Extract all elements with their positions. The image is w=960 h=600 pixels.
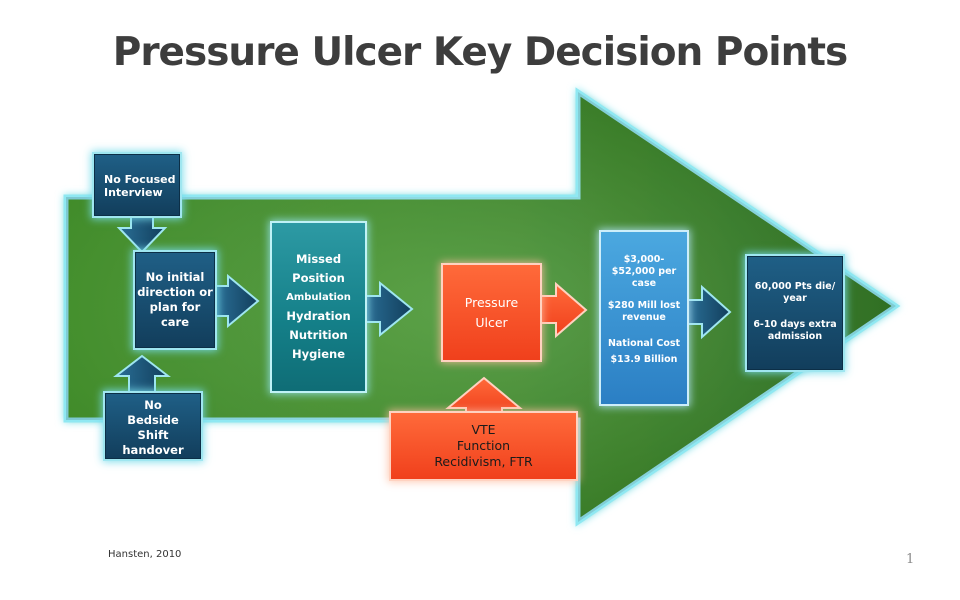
box-text: Shift handover	[122, 428, 184, 457]
box-text: National Cost	[607, 338, 681, 349]
right-arrow-icon	[363, 280, 414, 338]
citation: Hansten, 2010	[108, 549, 182, 560]
slide-title: Pressure Ulcer Key Decision Points	[112, 30, 849, 75]
box-text: year	[783, 293, 807, 304]
box-text: $280 Mill lost	[607, 300, 681, 311]
box-text: 6-10 days extra	[753, 319, 837, 330]
box-text: Nutrition	[289, 328, 348, 342]
right-arrow-icon	[687, 284, 732, 340]
no-initial-direction-box: No initial direction or plan for care	[135, 252, 215, 348]
down-arrow-icon	[116, 214, 168, 254]
box-text: VTE	[471, 422, 496, 437]
box-text: $13.9 Billion	[610, 354, 678, 365]
pressure-ulcer-box: Pressure Ulcer	[443, 265, 540, 360]
right-arrow-icon	[215, 273, 260, 329]
box-text: Pressure	[464, 294, 519, 310]
deaths-box: 60,000 Pts die/ year 6-10 days extra adm…	[747, 256, 843, 370]
right-arrow-icon	[539, 281, 588, 339]
no-focused-interview-box: No Focused Interview	[94, 154, 180, 216]
box-text: direction or	[137, 285, 213, 299]
no-bedside-handover-box: No Bedside Shift handover	[105, 393, 201, 459]
box-text: Hydration	[286, 309, 351, 323]
cost-box: $3,000- $52,000 per case $280 Mill lost …	[601, 232, 687, 404]
page-number: 1	[906, 552, 915, 567]
box-text: Ulcer	[475, 314, 508, 330]
box-text: $3,000-	[623, 254, 665, 265]
box-text: Recidivism, FTR	[434, 454, 533, 469]
vte-function-box: VTE Function Recidivism, FTR	[391, 413, 576, 479]
box-text: Interview	[104, 186, 163, 199]
box-text: case	[631, 278, 657, 289]
box-text: Bedside	[127, 413, 179, 427]
box-text: No	[144, 398, 162, 412]
box-text: revenue	[622, 312, 666, 323]
box-text: No initial	[145, 270, 205, 284]
box-text: Position	[292, 271, 345, 285]
box-text: Hygiene	[291, 347, 346, 361]
missed-care-box: Missed Position Ambulation Hydration Nut…	[272, 223, 365, 391]
box-text: Missed	[295, 252, 342, 266]
box-text: Ambulation	[286, 292, 351, 303]
box-text: admission	[767, 331, 823, 342]
box-text: Function	[456, 438, 511, 453]
box-text: $52,000 per	[611, 266, 677, 277]
box-text: No Focused	[104, 173, 176, 186]
box-text: 60,000 Pts die/	[754, 281, 836, 292]
box-text: plan for care	[149, 300, 201, 329]
